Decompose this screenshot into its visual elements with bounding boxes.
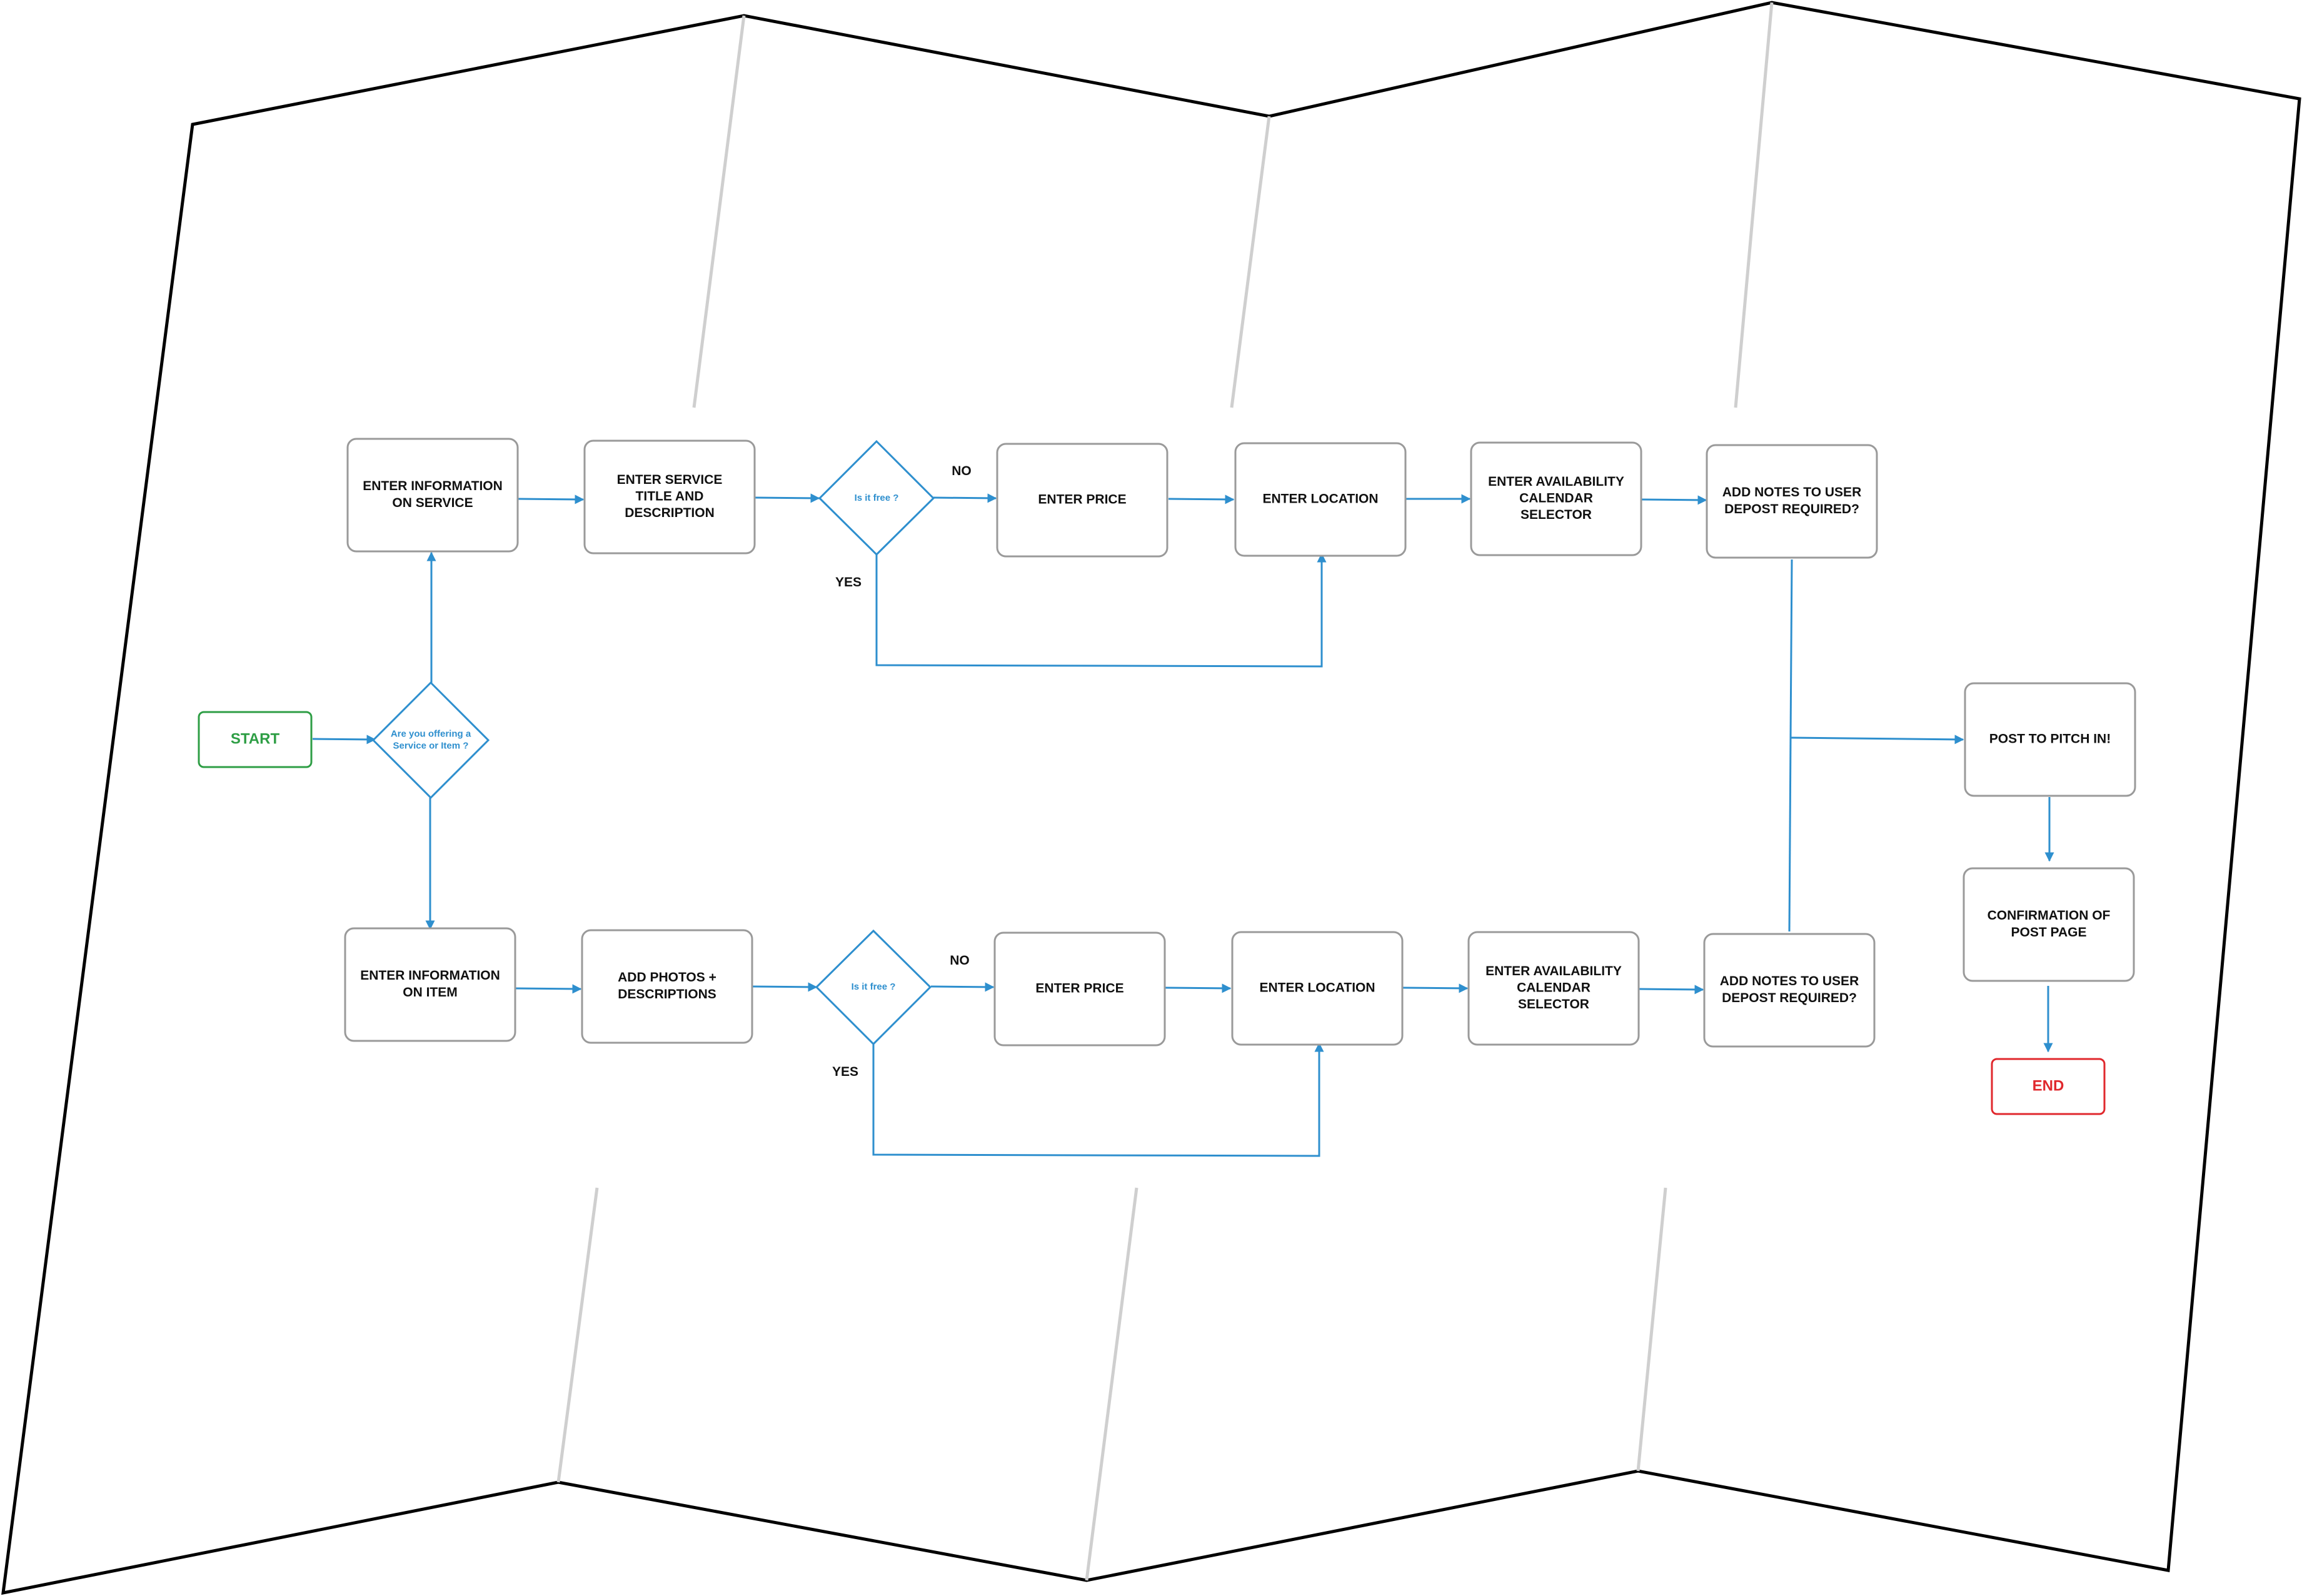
item-photos-box: ADD PHOTOS +DESCRIPTIONS — [581, 929, 753, 1044]
service-price-box: ENTER PRICE — [996, 443, 1169, 558]
paper-fold-line — [556, 1187, 599, 1483]
item-free-label: Is it free ? — [852, 981, 896, 992]
end-label: END — [2033, 1077, 2064, 1094]
start-label: START — [231, 730, 280, 747]
connectors — [312, 493, 2054, 1157]
connector-service-notes-merge — [1789, 559, 1793, 738]
service-no-label: NO — [952, 464, 972, 478]
connector-service-availability-to-notes — [1641, 495, 1707, 505]
service-location-box: ENTER LOCATION — [1234, 442, 1407, 557]
connector-item-notes-merge — [1788, 737, 1792, 932]
paper-fold-line — [1636, 1187, 1667, 1472]
paper-fold-line — [1230, 116, 1271, 408]
connector-item-free-yes-to-location — [872, 1042, 1324, 1157]
post-label: POST TO PITCH IN! — [1989, 732, 2111, 746]
connector-start-to-decision — [312, 735, 376, 745]
paper-fold-line — [1734, 2, 1774, 408]
item-location-box: ENTER LOCATION — [1231, 931, 1404, 1046]
connector-item-photos-to-free — [751, 982, 818, 992]
connector-service-free-yes-to-location — [875, 553, 1327, 668]
item-price-box: ENTER PRICE — [993, 931, 1166, 1046]
service-free-label: Is it free ? — [855, 493, 899, 503]
service-location-label: ENTER LOCATION — [1262, 492, 1378, 506]
paper-fold-line — [1085, 1187, 1138, 1581]
end-terminal: END — [1991, 1058, 2106, 1115]
service-free-decision: Is it free ? — [818, 439, 935, 556]
item-no-label: NO — [950, 953, 970, 968]
item-location-label: ENTER LOCATION — [1259, 981, 1375, 995]
connector-item-free-no-to-price — [930, 982, 995, 992]
service-price-label: ENTER PRICE — [1038, 493, 1126, 507]
start-terminal: START — [198, 711, 313, 768]
post-box: POST TO PITCH IN! — [1964, 682, 2136, 797]
connector-merge-to-post — [1790, 735, 1964, 745]
item-free-decision: Is it free ? — [815, 929, 932, 1046]
item-yes-label: YES — [832, 1065, 858, 1079]
paper-fold-line — [692, 15, 746, 408]
service-yes-label: YES — [835, 575, 862, 590]
item-photos-label: ADD PHOTOS +DESCRIPTIONS — [618, 970, 716, 1001]
connector-item-availability-to-notes — [1637, 985, 1704, 995]
item-price-label: ENTER PRICE — [1035, 981, 1123, 996]
connector-item-info-to-photos — [515, 984, 582, 994]
